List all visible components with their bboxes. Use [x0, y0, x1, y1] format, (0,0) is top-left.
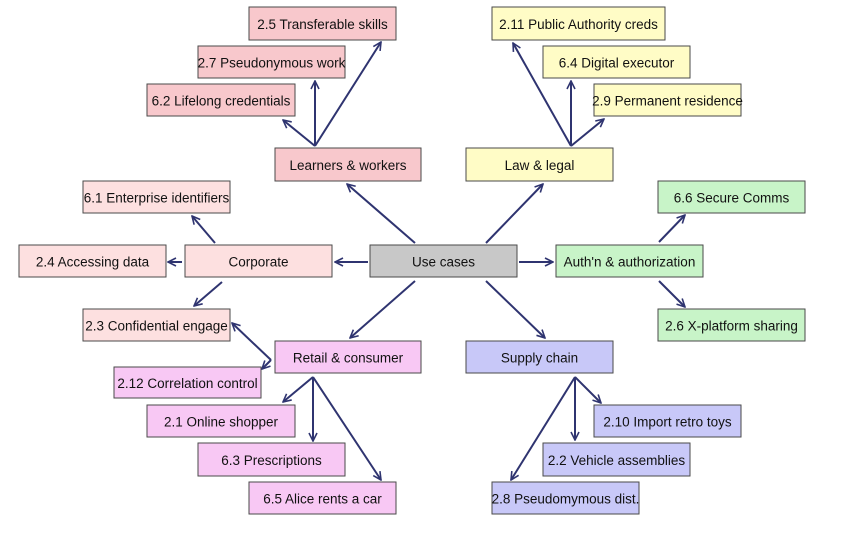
- node-secure-comms: 6.6 Secure Comms: [657, 180, 806, 214]
- node-public-authority-creds: 2.11 Public Authority creds: [491, 6, 666, 41]
- edge-auth-to-secure-comms: [658, 215, 685, 243]
- node-use-cases: Use cases: [369, 244, 518, 278]
- edge-use-cases-to-law: [485, 184, 543, 244]
- edge-retail-to-confidential: [232, 323, 272, 361]
- edge-corporate-to-enterprise: [192, 216, 216, 244]
- node-label: 2.3 Confidential engage: [85, 319, 228, 334]
- node-box: [146, 83, 296, 117]
- node-label: 6.5 Alice rents a car: [263, 492, 382, 507]
- node-transferable-skills: 2.5 Transferable skills: [248, 6, 397, 41]
- edge-retail-to-correlation: [262, 359, 272, 369]
- node-auth-authorization: Auth'n & authorization: [555, 244, 704, 278]
- node-label: Use cases: [412, 255, 475, 270]
- node-box: [657, 180, 806, 214]
- node-label: 2.4 Accessing data: [36, 255, 150, 270]
- node-box: [491, 481, 640, 515]
- node-pseudonymous-work: 2.7 Pseudonymous work: [197, 45, 346, 79]
- edge-retail-to-alice: [312, 376, 381, 480]
- edge-supply-to-pseudomymous: [511, 376, 576, 480]
- node-online-shopper: 2.1 Online shopper: [146, 404, 296, 438]
- node-label: 2.11 Public Authority creds: [499, 17, 658, 32]
- node-box: [197, 45, 346, 79]
- node-label: 2.12 Correlation control: [117, 376, 257, 391]
- node-label: 6.6 Secure Comms: [674, 191, 790, 206]
- edge-use-cases-to-supply: [485, 280, 545, 338]
- edge-law-to-permanent: [570, 119, 604, 147]
- node-supply-chain: Supply chain: [465, 340, 614, 374]
- node-label: 2.8 Pseudomymous dist.: [492, 492, 640, 507]
- node-box: [465, 147, 614, 182]
- node-accessing-data: 2.4 Accessing data: [18, 244, 167, 278]
- node-enterprise-identifiers: 6.1 Enterprise identifiers: [82, 180, 231, 214]
- node-label: Retail & consumer: [293, 351, 404, 366]
- node-prescriptions: 6.3 Prescriptions: [197, 442, 346, 477]
- edge-corporate-to-confidential: [194, 281, 223, 306]
- edge-supply-to-import: [574, 376, 601, 403]
- node-vehicle-assemblies: 2.2 Vehicle assemblies: [542, 442, 691, 477]
- node-label: 2.10 Import retro toys: [603, 415, 732, 430]
- node-retail-consumer: Retail & consumer: [274, 340, 422, 374]
- node-digital-executor: 6.4 Digital executor: [542, 45, 691, 79]
- node-box: [113, 366, 262, 399]
- node-label: Supply chain: [501, 351, 578, 366]
- node-label: 2.7 Pseudonymous work: [198, 56, 346, 71]
- node-label: 6.3 Prescriptions: [221, 453, 322, 468]
- node-box: [146, 404, 296, 438]
- node-box: [82, 180, 231, 214]
- edge-auth-to-x-platform: [658, 280, 685, 307]
- node-label: 2.1 Online shopper: [164, 415, 279, 430]
- node-pseudomymous-dist: 2.8 Pseudomymous dist.: [491, 481, 640, 515]
- node-box: [555, 244, 704, 278]
- node-box: [542, 45, 691, 79]
- node-learners-workers: Learners & workers: [274, 147, 422, 182]
- node-box: [369, 244, 518, 278]
- node-alice-rents-car: 6.5 Alice rents a car: [248, 481, 397, 515]
- edge-retail-to-online-shopper: [283, 376, 314, 402]
- node-label: Corporate: [228, 255, 288, 270]
- edge-use-cases-to-learners: [347, 184, 416, 244]
- node-box: [274, 340, 422, 374]
- node-label: Learners & workers: [289, 158, 406, 173]
- node-box: [184, 244, 333, 278]
- node-correlation-control: 2.12 Correlation control: [113, 366, 262, 399]
- node-corporate: Corporate: [184, 244, 333, 278]
- node-box: [465, 340, 614, 374]
- node-box: [491, 6, 666, 41]
- node-label: 2.5 Transferable skills: [257, 17, 388, 32]
- edge-use-cases-to-retail: [350, 280, 416, 338]
- node-box: [542, 442, 691, 477]
- node-box: [248, 6, 397, 41]
- node-import-retro-toys: 2.10 Import retro toys: [593, 404, 742, 438]
- node-law-legal: Law & legal: [465, 147, 614, 182]
- node-box: [274, 147, 422, 182]
- node-box: [18, 244, 167, 278]
- node-box: [593, 83, 742, 117]
- node-box: [82, 308, 231, 342]
- edge-law-to-public-authority: [513, 43, 572, 147]
- node-label: 6.1 Enterprise identifiers: [84, 191, 230, 206]
- node-label: 6.4 Digital executor: [559, 56, 675, 71]
- node-label: Law & legal: [505, 158, 575, 173]
- node-label: 2.6 X-platform sharing: [665, 319, 798, 334]
- node-confidential-engage: 2.3 Confidential engage: [82, 308, 231, 342]
- node-permanent-residence: 2.9 Permanent residence: [592, 83, 743, 117]
- node-box: [657, 308, 806, 342]
- node-box: [197, 442, 346, 477]
- edge-learners-to-lifelong: [283, 120, 316, 147]
- edge-learners-to-transferable: [314, 42, 381, 147]
- node-x-platform-sharing: 2.6 X-platform sharing: [657, 308, 806, 342]
- node-lifelong-credentials: 6.2 Lifelong credentials: [146, 83, 296, 117]
- node-box: [593, 404, 742, 438]
- node-label: 6.2 Lifelong credentials: [152, 94, 291, 109]
- node-label: 2.9 Permanent residence: [592, 94, 743, 109]
- node-label: 2.2 Vehicle assemblies: [548, 453, 686, 468]
- node-label: Auth'n & authorization: [564, 255, 696, 270]
- node-box: [248, 481, 397, 515]
